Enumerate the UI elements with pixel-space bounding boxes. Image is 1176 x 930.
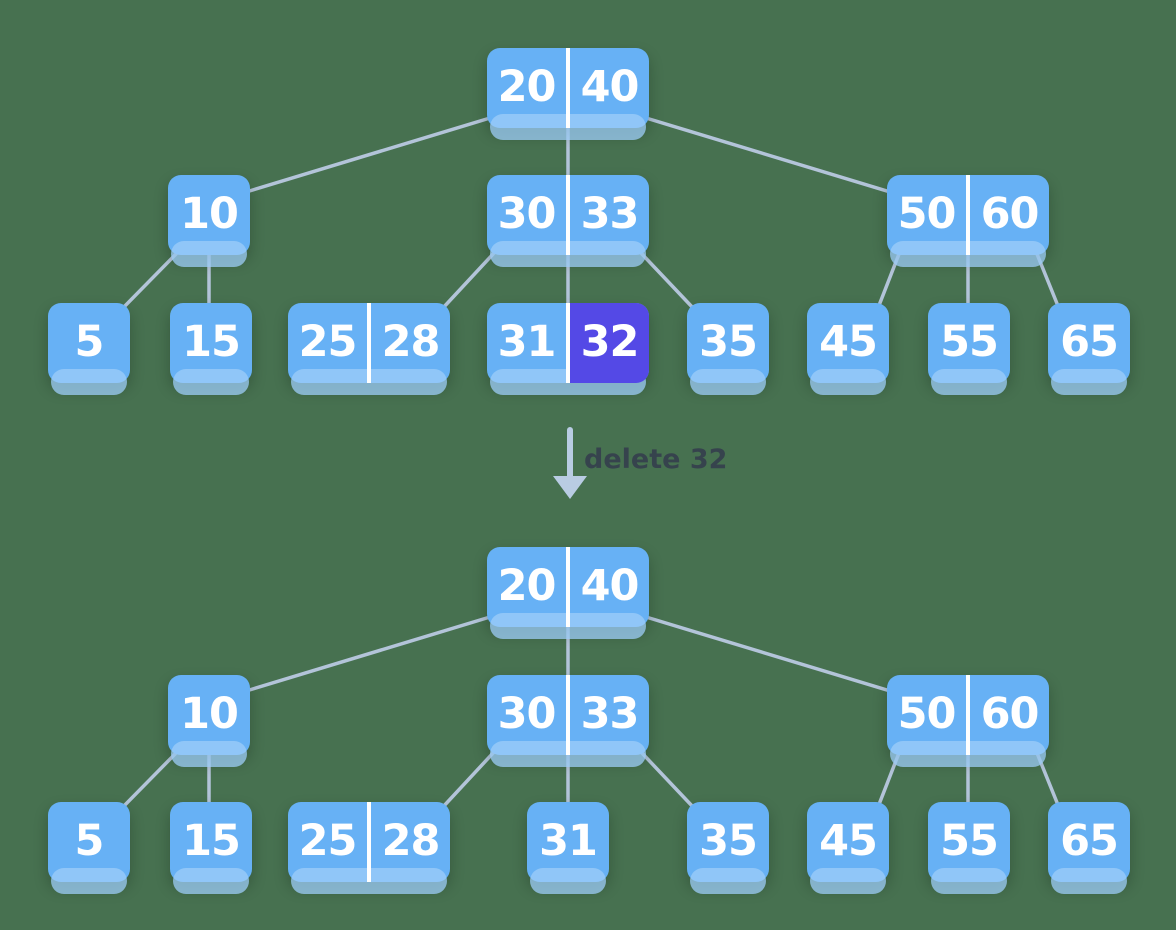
node-key: 10 — [180, 689, 239, 739]
tree-edge — [644, 615, 892, 693]
node-key: 65 — [1060, 816, 1119, 866]
after-internal-node-10: 10 — [168, 675, 250, 767]
after-leaf-node-65: 65 — [1048, 802, 1130, 894]
node-key: 5 — [74, 317, 105, 367]
node-key: 33 — [580, 189, 640, 239]
down-arrow-icon — [553, 427, 587, 499]
node-divider — [566, 675, 570, 755]
node-divider — [966, 175, 970, 255]
after-leaf-node-55: 55 — [928, 802, 1010, 894]
before-leaf-node-65: 65 — [1048, 303, 1130, 395]
operation-label: delete 32 — [584, 444, 728, 475]
tree-edge — [440, 750, 496, 810]
node-key: 60 — [980, 189, 1040, 239]
tree-edge — [119, 250, 180, 312]
node-key: 50 — [897, 689, 957, 739]
tree-edge — [644, 116, 892, 194]
node-key: 5 — [74, 816, 105, 866]
before-leaf-node-15: 15 — [170, 303, 252, 395]
tree-edge — [639, 251, 696, 311]
before-leaf-node-55: 55 — [928, 303, 1010, 395]
node-key: 25 — [298, 816, 358, 866]
tree-edge — [440, 251, 496, 311]
node-divider — [566, 48, 570, 128]
node-key: 45 — [819, 317, 878, 367]
node-key: 40 — [580, 62, 640, 112]
after-leaf-node-31: 31 — [527, 802, 609, 894]
after-leaf-node-5: 5 — [48, 802, 130, 894]
node-divider — [566, 175, 570, 255]
node-key: 55 — [940, 816, 999, 866]
node-key: 30 — [497, 189, 557, 239]
node-key: 28 — [381, 317, 441, 367]
node-key: 20 — [497, 62, 557, 112]
before-root-node: 20 40 — [487, 48, 649, 140]
node-key: 30 — [497, 689, 557, 739]
after-internal-node-30-33: 30 33 — [487, 675, 649, 767]
tree-edge — [639, 750, 696, 810]
before-internal-node-30-33: 30 33 — [487, 175, 649, 267]
node-key: 15 — [182, 816, 241, 866]
before-leaf-node-5: 5 — [48, 303, 130, 395]
node-divider — [367, 802, 371, 882]
node-key: 60 — [980, 689, 1040, 739]
tree-edge — [119, 749, 180, 811]
node-key: 20 — [497, 561, 557, 611]
node-key: 50 — [897, 189, 957, 239]
node-divider — [566, 547, 570, 627]
tree-edge — [244, 615, 492, 693]
node-key: 28 — [381, 816, 441, 866]
node-key: 40 — [580, 561, 640, 611]
before-leaf-node-45: 45 — [807, 303, 889, 395]
before-leaf-node-35: 35 — [687, 303, 769, 395]
after-leaf-node-15: 15 — [170, 802, 252, 894]
node-key-highlighted: 32 — [570, 303, 649, 383]
node-key: 15 — [182, 317, 241, 367]
node-key: 35 — [699, 317, 758, 367]
after-leaf-node-35: 35 — [687, 802, 769, 894]
before-internal-node-10: 10 — [168, 175, 250, 267]
node-key: 45 — [819, 816, 878, 866]
node-divider — [367, 303, 371, 383]
node-key: 35 — [699, 816, 758, 866]
node-key: 55 — [940, 317, 999, 367]
node-divider — [566, 303, 570, 383]
before-leaf-node-25-28: 25 28 — [288, 303, 450, 395]
tree-edge — [244, 116, 492, 194]
node-key: 10 — [180, 189, 239, 239]
node-key: 25 — [298, 317, 358, 367]
node-key: 31 — [497, 317, 557, 367]
after-leaf-node-45: 45 — [807, 802, 889, 894]
node-key: 31 — [539, 816, 598, 866]
after-internal-node-50-60: 50 60 — [887, 675, 1049, 767]
after-leaf-node-25-28: 25 28 — [288, 802, 450, 894]
before-leaf-node-31-32: 31 32 — [487, 303, 649, 395]
node-key: 65 — [1060, 317, 1119, 367]
after-root-node: 20 40 — [487, 547, 649, 639]
node-divider — [966, 675, 970, 755]
node-key: 33 — [580, 689, 640, 739]
before-internal-node-50-60: 50 60 — [887, 175, 1049, 267]
